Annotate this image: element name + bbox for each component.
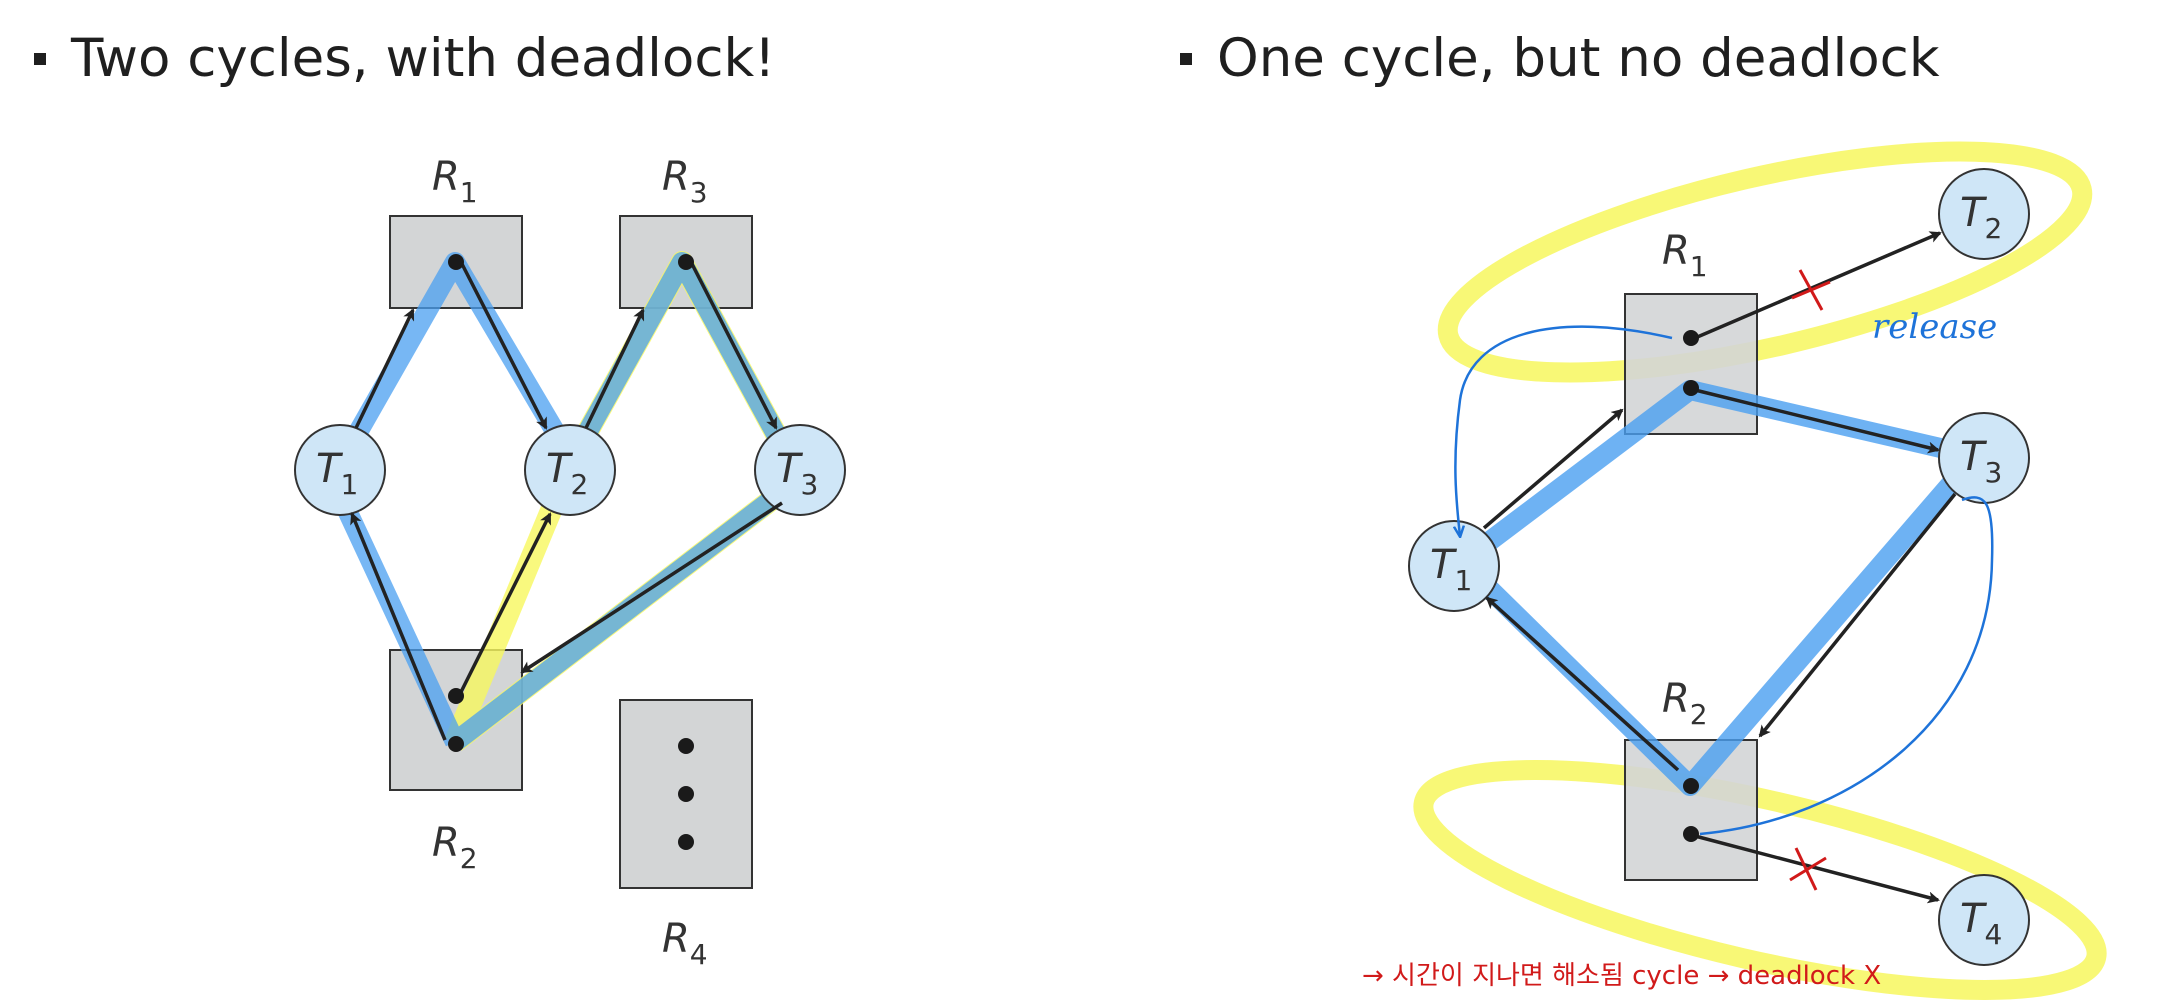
edge-r2-t1: [350, 512, 447, 741]
edge-r2-t2: [458, 512, 552, 695]
right-heading-text: One cycle, but no deadlock: [1217, 28, 1940, 89]
release-arrow-curve-2: [1699, 496, 1994, 836]
label-t2: T2: [1960, 190, 2002, 245]
left-heading: Two cycles, with deadlock!: [34, 28, 775, 89]
instance-dot: [678, 738, 694, 754]
edge-r1-t2: [1694, 231, 1942, 340]
label-t3: T3: [1960, 434, 2002, 489]
resource-r2-box: [1624, 739, 1758, 881]
label-t3: T3: [776, 446, 818, 501]
yellow-highlight-top: [1437, 141, 2093, 383]
label-t2: T2: [546, 446, 588, 501]
release-arrow-curve: [1455, 325, 1673, 536]
label-r1: R1: [1662, 228, 1708, 283]
right-diagram: R1 R2 T1 T2 T3 T4 release → 시간이 지나면 해소됨 …: [1362, 141, 2107, 1000]
thread-t2-node: [1938, 168, 2030, 260]
label-t1: T1: [316, 446, 358, 501]
edge-r2-t4: [1694, 834, 1940, 904]
edge-r1-t2: [460, 263, 548, 430]
label-r3: R3: [662, 154, 708, 209]
left-heading-text: Two cycles, with deadlock!: [71, 28, 776, 89]
right-heading: One cycle, but no deadlock: [1180, 28, 1940, 89]
label-r1: R1: [432, 154, 478, 209]
instance-dot: [678, 786, 694, 802]
instance-dot: [448, 254, 464, 270]
instance-dot: [1683, 778, 1699, 794]
yellow-highlight-bottom: [1413, 760, 2107, 1000]
edge-t1-r1: [1482, 408, 1624, 530]
release-note: release: [1872, 307, 1997, 347]
label-t4: T4: [1960, 896, 2002, 951]
cross-mark-bottom: [1789, 847, 1827, 891]
instance-dot: [678, 254, 694, 270]
label-t1: T1: [1430, 542, 1472, 597]
thread-t3-node: [754, 424, 846, 516]
left-diagram: R1 R3 R2 R4 T1 T2 T3: [294, 154, 846, 971]
thread-t1-node: [294, 424, 386, 516]
edge-t2-r3: [584, 308, 645, 429]
edge-t3-r2: [1758, 492, 1957, 738]
cross-mark-top: [1791, 269, 1831, 311]
thread-t4-node: [1938, 874, 2030, 966]
label-r4: R4: [662, 916, 708, 971]
bullet-icon: [1180, 52, 1192, 65]
label-r2: R2: [1662, 676, 1708, 731]
edge-t1-r1: [354, 308, 415, 429]
thread-t2-node: [524, 424, 616, 516]
edge-r1-t3: [1694, 388, 1940, 454]
thread-t1-node: [1408, 520, 1500, 612]
bullet-icon: [34, 52, 46, 65]
instance-dot: [448, 736, 464, 752]
edge-r2-t1: [1485, 596, 1680, 772]
edge-r3-t3: [690, 263, 778, 430]
edge-t3-r2: [520, 501, 783, 674]
bottom-note: → 시간이 지나면 해소됨 cycle → deadlock X: [1362, 961, 1881, 991]
instance-dot: [1683, 380, 1699, 396]
instance-dot: [1683, 330, 1699, 346]
instance-dot: [678, 834, 694, 850]
blue-cycle-highlight: [1454, 380, 1985, 796]
instance-dot: [448, 688, 464, 704]
label-r2: R2: [432, 820, 478, 875]
instance-dot: [1683, 826, 1699, 842]
